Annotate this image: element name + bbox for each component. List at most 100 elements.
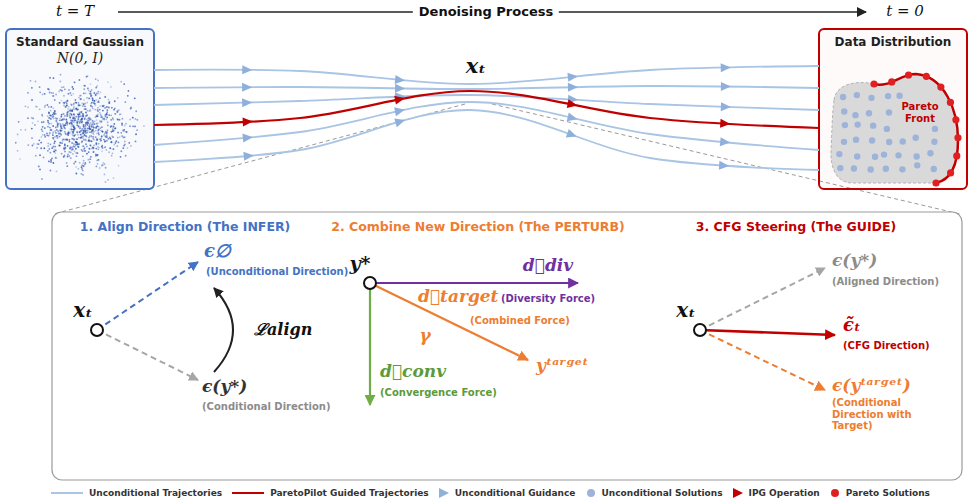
trajectory xyxy=(154,92,819,112)
sample-point xyxy=(17,150,19,152)
solution-dot xyxy=(886,109,892,115)
sample-point xyxy=(60,100,62,102)
sample-point xyxy=(83,160,85,162)
sample-point xyxy=(99,167,101,169)
aligned-arrow xyxy=(700,268,825,330)
sample-point xyxy=(112,126,114,128)
sample-point xyxy=(91,126,93,128)
time-label: t = 0 xyxy=(886,3,924,20)
sample-point xyxy=(91,124,93,126)
sample-point xyxy=(105,167,107,169)
sample-point xyxy=(35,155,37,157)
sample-point xyxy=(55,126,57,128)
sample-point xyxy=(92,129,94,131)
sample-point xyxy=(116,110,118,112)
sample-point xyxy=(81,130,83,132)
direction-marker xyxy=(395,75,406,85)
sample-point xyxy=(81,128,83,130)
sample-point xyxy=(83,145,85,147)
direction-marker xyxy=(395,84,405,93)
distribution-box: Data Distribution xyxy=(818,28,968,190)
sample-point xyxy=(113,177,115,179)
sample-point xyxy=(87,88,89,90)
sample-point xyxy=(72,132,74,134)
sample-point xyxy=(101,130,103,132)
sample-point xyxy=(106,113,108,115)
sample-point xyxy=(50,161,52,163)
sample-point xyxy=(80,104,82,106)
sample-point xyxy=(103,134,105,136)
node-title: y* xyxy=(350,252,371,274)
sample-point xyxy=(44,127,46,129)
sample-point xyxy=(94,116,96,118)
sample-point xyxy=(55,157,57,159)
sample-point xyxy=(93,145,95,147)
sample-point xyxy=(55,120,57,122)
sample-point xyxy=(82,115,84,117)
sample-point xyxy=(86,132,88,134)
sample-point xyxy=(76,107,78,109)
sample-point xyxy=(55,157,57,159)
sample-point xyxy=(112,128,114,130)
trajectory xyxy=(154,82,819,93)
direction-marker xyxy=(719,161,730,171)
sample-point xyxy=(78,137,80,139)
unconditional-trajectory xyxy=(154,95,819,110)
sample-point xyxy=(100,114,102,116)
sample-point xyxy=(92,108,94,110)
sample-point xyxy=(81,118,83,120)
sample-point xyxy=(58,133,60,135)
sample-point xyxy=(110,126,112,128)
sample-point xyxy=(91,130,93,132)
sample-point xyxy=(69,117,71,119)
sample-point xyxy=(57,135,59,137)
sample-point xyxy=(90,83,92,85)
direction-marker xyxy=(242,65,252,74)
sample-point xyxy=(102,131,104,133)
sample-point xyxy=(73,106,75,108)
sample-point xyxy=(125,123,127,125)
sample-point xyxy=(92,97,94,99)
sample-point xyxy=(60,134,62,136)
sample-point xyxy=(42,134,44,136)
sample-point xyxy=(136,119,138,121)
sample-point xyxy=(54,130,56,132)
sample-point xyxy=(104,107,106,109)
sample-point xyxy=(64,147,66,149)
solution-dot xyxy=(852,112,858,118)
sample-point xyxy=(96,139,98,141)
sample-point xyxy=(49,114,51,116)
sample-point xyxy=(90,140,92,142)
sample-point xyxy=(135,118,137,120)
direction-marker xyxy=(242,83,252,92)
target-symbol: yᵗᵃʳᵍᵉᵗ xyxy=(536,356,588,376)
sample-point xyxy=(102,110,104,112)
sample-point xyxy=(129,125,131,127)
sample-point xyxy=(97,80,99,82)
sample-point xyxy=(105,181,107,183)
sample-point xyxy=(68,155,70,157)
sample-point xyxy=(110,119,112,121)
sample-point xyxy=(44,136,46,138)
sample-point xyxy=(52,116,54,118)
sample-point xyxy=(69,123,71,125)
sample-point xyxy=(90,91,92,93)
sample-point xyxy=(41,115,43,117)
sample-point xyxy=(56,171,58,173)
sample-point xyxy=(69,110,71,112)
sample-point xyxy=(108,102,110,104)
sample-point xyxy=(54,110,56,112)
sample-point xyxy=(105,115,107,117)
sample-point xyxy=(84,134,86,136)
solution-dot xyxy=(837,165,843,171)
sample-point xyxy=(89,135,91,137)
sample-point xyxy=(66,113,68,115)
sample-point xyxy=(87,159,89,161)
sample-point xyxy=(48,112,50,114)
sample-point xyxy=(40,136,42,138)
sample-point xyxy=(116,145,118,147)
sample-point xyxy=(54,99,56,101)
sample-point xyxy=(108,99,110,101)
